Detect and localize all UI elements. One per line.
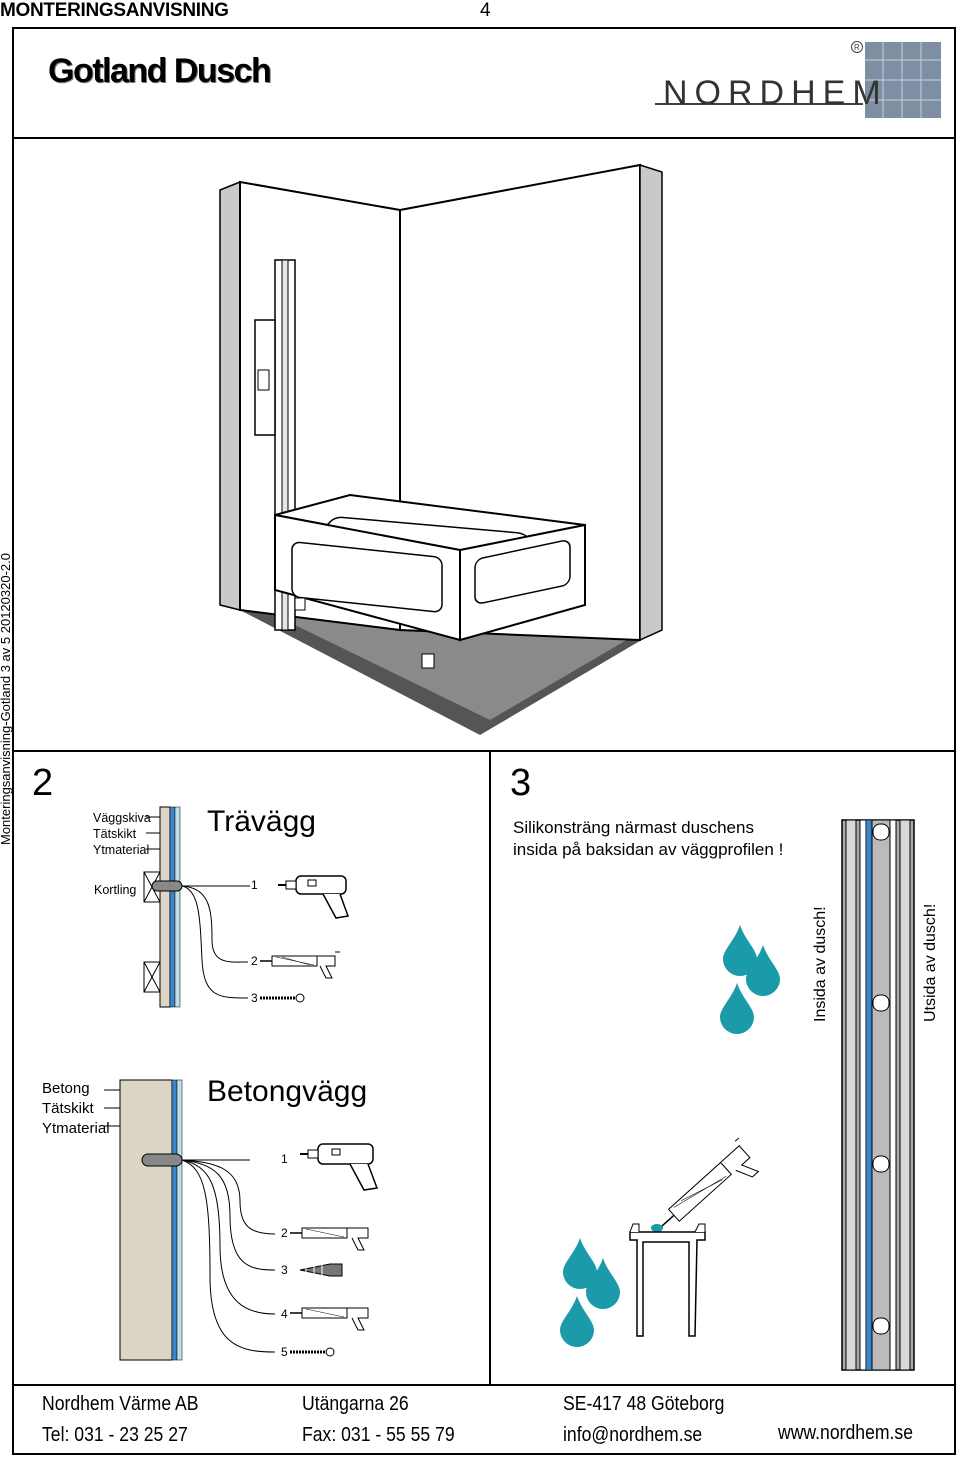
inside-shower-label: Insida av dusch! — [812, 906, 829, 1022]
product-title: Gotland Dusch — [48, 52, 272, 90]
logo-graphic: R — [655, 41, 941, 118]
layer-label-betong: Betong — [42, 1080, 90, 1097]
document-title: MONTERINGSANVISNING — [0, 0, 229, 21]
outside-shower-label: Utsida av dusch! — [922, 903, 939, 1022]
footer-email[interactable]: info@nordhem.se — [563, 1424, 703, 1446]
concrete-step-4: 4 — [281, 1307, 288, 1321]
wood-wall-diagram — [143, 806, 350, 1008]
wood-step-3: 3 — [251, 991, 258, 1005]
bathtub-drawing — [219, 163, 663, 735]
layer-label-tatskikt: Tätskikt — [93, 827, 137, 841]
layer-label-waggskiva: Väggskiva — [93, 811, 151, 825]
logo-wordmark: NORDHEM — [663, 74, 888, 112]
page-frame — [12, 27, 956, 1455]
silicone-instruction-line1: Silikonsträng närmast duschens — [513, 818, 754, 837]
bathtub-illustration — [200, 160, 680, 750]
concrete-step-3: 3 — [281, 1263, 288, 1277]
concrete-step-2: 2 — [281, 1226, 288, 1240]
layer-label-ytmaterial-2: Ytmaterial — [42, 1120, 110, 1137]
layer-label-tatskikt-2: Tätskikt — [42, 1100, 94, 1117]
footer-city: SE-417 48 Göteborg — [563, 1393, 725, 1415]
document-reference: Monteringsanvisning-Gotland 3 av 5 20120… — [0, 553, 13, 845]
water-drops-upper — [720, 925, 780, 1034]
concrete-step-1: 1 — [281, 1152, 288, 1166]
wood-step-2: 2 — [251, 954, 258, 968]
profile-cross-section — [629, 1137, 760, 1337]
nordhem-logo: R NORDHEM — [655, 40, 945, 120]
concrete-step-5: 5 — [281, 1345, 288, 1359]
step-divider — [489, 750, 491, 1385]
layer-label-ytmaterial: Ytmaterial — [93, 843, 150, 857]
step-3-number: 3 — [510, 762, 532, 804]
svg-text:R: R — [854, 43, 860, 52]
wood-wall-heading: Trävägg — [207, 805, 316, 838]
wall-profile-front — [841, 819, 915, 1371]
illustration-divider — [12, 750, 956, 752]
footer-company: Nordhem Värme AB — [42, 1393, 199, 1415]
footer-street: Utängarna 26 — [302, 1393, 409, 1415]
footer-fax: Fax: 031 - 55 55 79 — [302, 1424, 455, 1446]
kortling-label: Kortling — [94, 883, 137, 897]
silicone-instruction-line2: insida på baksidan av väggprofilen ! — [513, 840, 784, 859]
footer-website[interactable]: www.nordhem.se — [778, 1422, 913, 1444]
concrete-wall-diagram — [104, 1079, 379, 1361]
footer-tel: Tel: 031 - 23 25 27 — [42, 1424, 188, 1446]
page-number: 4 — [480, 0, 491, 21]
step-2-number: 2 — [32, 762, 54, 804]
footer-divider — [12, 1384, 956, 1386]
wood-step-1: 1 — [251, 878, 258, 892]
header-divider — [12, 137, 956, 139]
water-drops-lower — [560, 1238, 620, 1347]
concrete-wall-heading: Betongvägg — [207, 1075, 368, 1108]
